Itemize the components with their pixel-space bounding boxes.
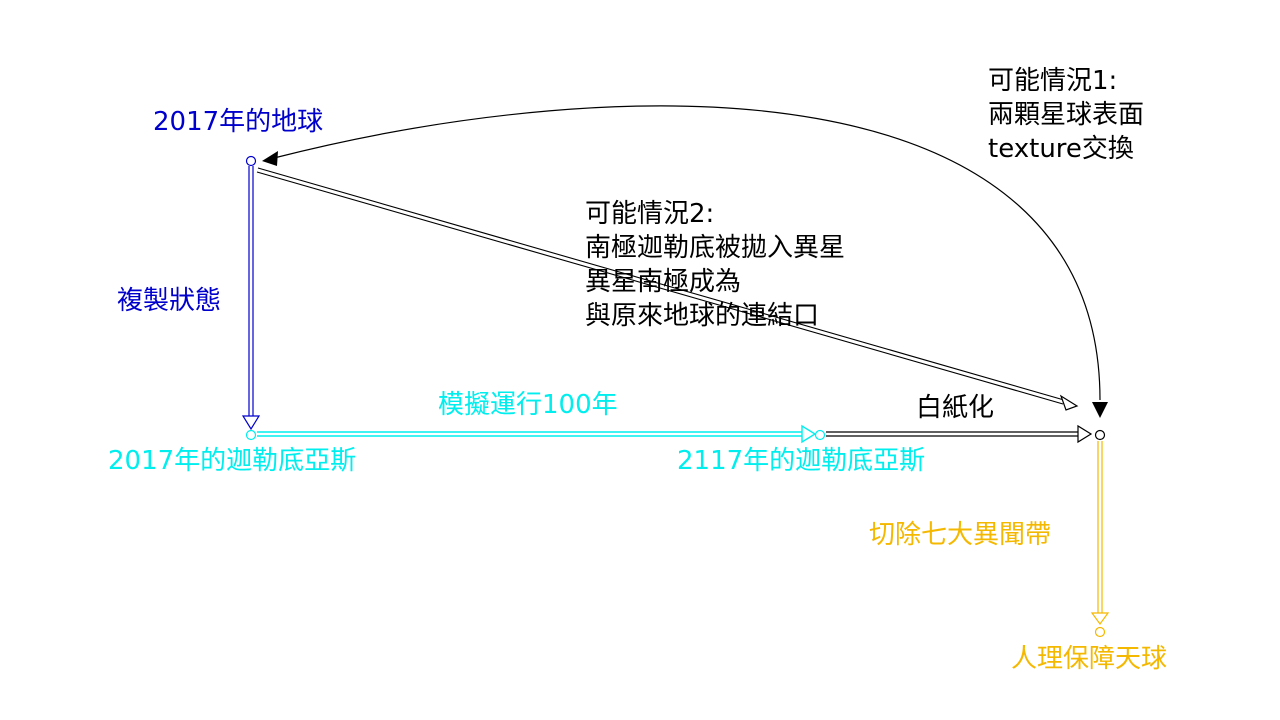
label-whitening: 白紙化 — [916, 393, 995, 423]
node-chaldea-2117-point — [814, 429, 826, 441]
note-case1-line2: 兩顆星球表面 — [988, 100, 1145, 130]
edge-whitening — [826, 424, 1093, 444]
node-earth-2017-point — [245, 155, 257, 167]
edge-cut-lostbelts — [1090, 441, 1110, 626]
note-case2-line1: 可能情況2: — [585, 199, 715, 229]
label-chaldea-2117: 2117年的迦勒底亞斯 — [677, 446, 926, 476]
edge-case2 — [256, 167, 1079, 411]
label-copy-state: 複製狀態 — [117, 286, 222, 316]
note-case1: 可能情況1: 兩顆星球表面 texture交換 — [988, 64, 1144, 166]
note-case2-line4: 與原來地球的連結口 — [585, 301, 820, 331]
label-chaldea-2017: 2017年的迦勒底亞斯 — [108, 446, 357, 476]
note-case2: 可能情況2: 南極迦勒底被拋入異星 異星南極成為 與原來地球的連結口 — [585, 197, 845, 333]
edge-case1 — [262, 105, 1108, 418]
node-human-sphere-point — [1094, 626, 1106, 638]
note-case1-line1: 可能情況1: — [988, 66, 1118, 96]
node-chaldea-2017-point — [245, 429, 257, 441]
note-case2-line3: 異星南極成為 — [585, 267, 742, 297]
note-case1-line3: texture交換 — [988, 134, 1134, 164]
edge-copy-state — [241, 166, 261, 431]
label-human-theory-sphere: 人理保障天球 — [1011, 644, 1168, 674]
label-cut-lostbelts: 切除七大異聞帶 — [869, 520, 1052, 550]
label-earth-2017: 2017年的地球 — [153, 107, 324, 137]
edge-simulate — [257, 424, 817, 444]
label-simulate-100: 模擬運行100年 — [438, 390, 618, 420]
note-case2-line2: 南極迦勒底被拋入異星 — [585, 233, 846, 263]
node-whitened-point — [1094, 429, 1106, 441]
